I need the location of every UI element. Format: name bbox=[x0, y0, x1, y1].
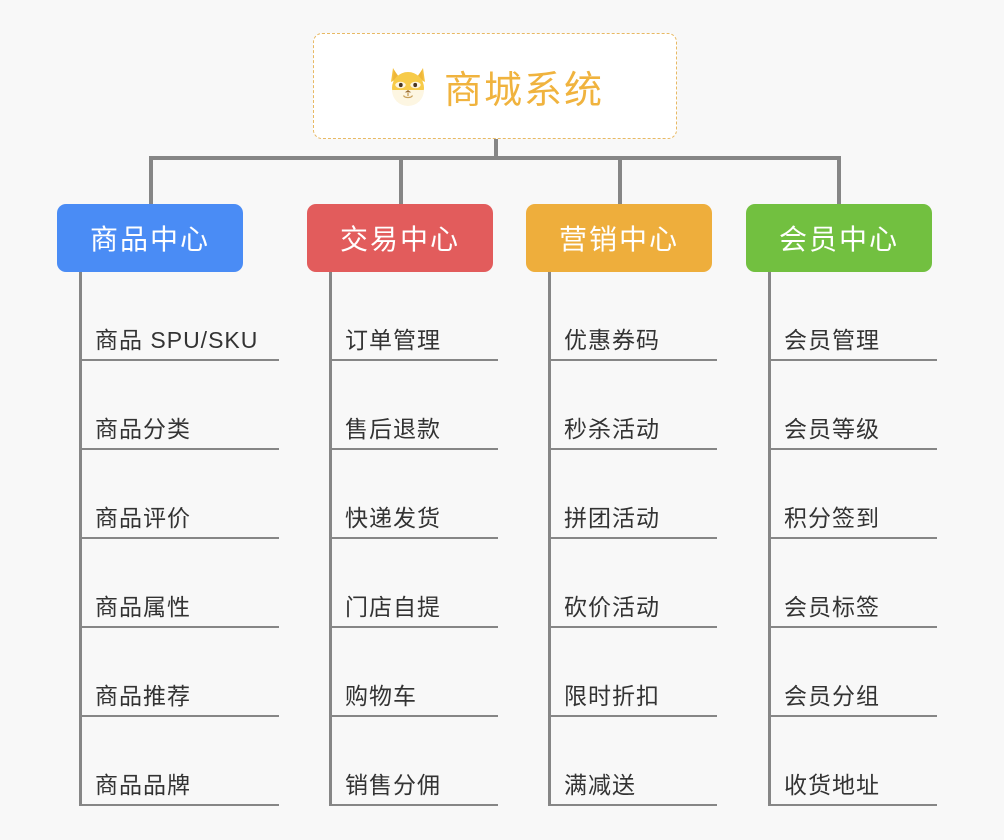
leaf-label: 商品推荐 bbox=[95, 682, 191, 709]
branch-body-product-center: 商品 SPU/SKU 商品分类 商品评价 商品属性 商品推荐 商品品牌 bbox=[57, 272, 279, 806]
branch-spine bbox=[329, 272, 332, 806]
leaf-label: 优惠券码 bbox=[564, 326, 660, 353]
leaf-item[interactable]: 商品评价 bbox=[81, 450, 279, 539]
connector-drop-product-center bbox=[149, 156, 153, 204]
branch-body-marketing-center: 优惠券码 秒杀活动 拼团活动 砍价活动 限时折扣 满减送 bbox=[526, 272, 726, 806]
branch-spine bbox=[79, 272, 82, 806]
root-node[interactable]: 商城系统 bbox=[313, 33, 677, 139]
leaf-item[interactable]: 门店自提 bbox=[331, 539, 498, 628]
leaf-label: 砍价活动 bbox=[564, 593, 660, 620]
leaf-item[interactable]: 商品 SPU/SKU bbox=[81, 272, 279, 361]
leaf-label: 快递发货 bbox=[345, 504, 441, 531]
leaf-item[interactable]: 商品属性 bbox=[81, 539, 279, 628]
leaf-label: 会员分组 bbox=[784, 682, 880, 709]
leaf-label: 销售分佣 bbox=[345, 771, 441, 798]
branch-title: 商品中心 bbox=[89, 224, 210, 255]
leaf-label: 秒杀活动 bbox=[564, 415, 660, 442]
branch-title: 会员中心 bbox=[778, 224, 899, 255]
branch-product-center: 商品中心 商品 SPU/SKU 商品分类 商品评价 商品属性 商品推荐 商品品牌 bbox=[57, 204, 279, 806]
leaf-item[interactable]: 销售分佣 bbox=[331, 717, 498, 806]
leaf-item[interactable]: 砍价活动 bbox=[550, 539, 717, 628]
leaf-item[interactable]: 商品品牌 bbox=[81, 717, 279, 806]
leaf-label: 积分签到 bbox=[784, 504, 880, 531]
leaf-label: 门店自提 bbox=[345, 593, 441, 620]
root-title: 商城系统 bbox=[443, 69, 604, 112]
leaf-label: 限时折扣 bbox=[564, 682, 660, 709]
leaf-item[interactable]: 商品分类 bbox=[81, 361, 279, 450]
leaf-item[interactable]: 购物车 bbox=[331, 628, 498, 717]
leaf-item[interactable]: 售后退款 bbox=[331, 361, 498, 450]
leaf-label: 订单管理 bbox=[345, 326, 441, 353]
leaf-label: 售后退款 bbox=[345, 415, 441, 442]
branch-body-trade-center: 订单管理 售后退款 快递发货 门店自提 购物车 销售分佣 bbox=[307, 272, 507, 806]
leaf-label: 商品 SPU/SKU bbox=[95, 326, 259, 353]
leaf-item[interactable]: 收货地址 bbox=[770, 717, 937, 806]
leaf-label: 拼团活动 bbox=[564, 504, 660, 531]
leaf-item[interactable]: 会员标签 bbox=[770, 539, 937, 628]
leaf-item[interactable]: 会员等级 bbox=[770, 361, 937, 450]
branch-title: 营销中心 bbox=[558, 224, 679, 255]
leaf-label: 商品属性 bbox=[95, 593, 191, 620]
branch-header-marketing-center[interactable]: 营销中心 bbox=[526, 204, 712, 272]
branch-spine bbox=[768, 272, 771, 806]
leaf-item[interactable]: 会员分组 bbox=[770, 628, 937, 717]
leaf-label: 商品品牌 bbox=[95, 771, 191, 798]
leaf-label: 商品分类 bbox=[95, 415, 191, 442]
leaf-item[interactable]: 限时折扣 bbox=[550, 628, 717, 717]
leaf-label: 满减送 bbox=[564, 771, 636, 798]
leaf-item[interactable]: 秒杀活动 bbox=[550, 361, 717, 450]
branch-trade-center: 交易中心 订单管理 售后退款 快递发货 门店自提 购物车 销售分佣 bbox=[307, 204, 507, 806]
connector-drop-trade-center bbox=[399, 156, 403, 204]
connector-drop-member-center bbox=[837, 156, 841, 204]
leaf-label: 会员等级 bbox=[784, 415, 880, 442]
connector-drop-marketing-center bbox=[618, 156, 622, 204]
branch-spine bbox=[548, 272, 551, 806]
branch-title: 交易中心 bbox=[339, 224, 460, 255]
branch-header-member-center[interactable]: 会员中心 bbox=[746, 204, 932, 272]
branch-member-center: 会员中心 会员管理 会员等级 积分签到 会员标签 会员分组 收货地址 bbox=[746, 204, 946, 806]
branch-header-product-center[interactable]: 商品中心 bbox=[57, 204, 243, 272]
leaf-item[interactable]: 会员管理 bbox=[770, 272, 937, 361]
leaf-item[interactable]: 快递发货 bbox=[331, 450, 498, 539]
branch-body-member-center: 会员管理 会员等级 积分签到 会员标签 会员分组 收货地址 bbox=[746, 272, 946, 806]
leaf-item[interactable]: 订单管理 bbox=[331, 272, 498, 361]
leaf-item[interactable]: 满减送 bbox=[550, 717, 717, 806]
leaf-item[interactable]: 优惠券码 bbox=[550, 272, 717, 361]
leaf-label: 商品评价 bbox=[95, 504, 191, 531]
branch-marketing-center: 营销中心 优惠券码 秒杀活动 拼团活动 砍价活动 限时折扣 满减送 bbox=[526, 204, 726, 806]
shiba-dog-face-icon bbox=[386, 64, 430, 108]
leaf-label: 会员管理 bbox=[784, 326, 880, 353]
leaf-label: 购物车 bbox=[345, 682, 417, 709]
leaf-item[interactable]: 商品推荐 bbox=[81, 628, 279, 717]
branch-header-trade-center[interactable]: 交易中心 bbox=[307, 204, 493, 272]
connector-root-stem bbox=[494, 139, 498, 158]
leaf-label: 收货地址 bbox=[784, 771, 880, 798]
leaf-item[interactable]: 拼团活动 bbox=[550, 450, 717, 539]
connector-horizontal-bus bbox=[149, 156, 837, 160]
leaf-label: 会员标签 bbox=[784, 593, 880, 620]
leaf-item[interactable]: 积分签到 bbox=[770, 450, 937, 539]
